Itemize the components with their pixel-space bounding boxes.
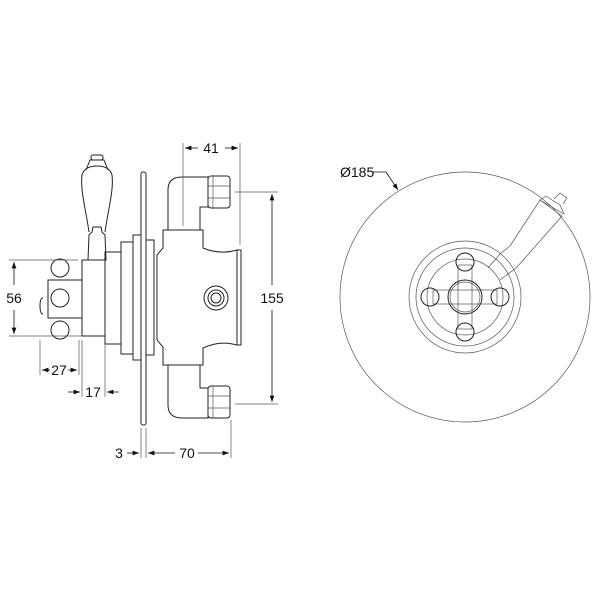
dimension-label: 3: [115, 445, 123, 461]
dimension-label: 56: [6, 290, 22, 306]
front-view: Ø185: [339, 164, 591, 423]
dimension-17: 17: [68, 340, 119, 400]
dimension-3-70: 3 70: [115, 420, 232, 461]
dimension-label: 155: [260, 290, 284, 306]
dimension-155: 155: [235, 191, 284, 405]
dimension-label: 70: [179, 445, 195, 461]
dimension-label: 17: [85, 384, 101, 400]
side-view: [39, 154, 242, 426]
dimension-label: 27: [51, 362, 67, 378]
dimension-label-diameter: Ø185: [340, 164, 374, 180]
dimension-56: 56: [6, 259, 82, 337]
dimension-27: 27: [39, 340, 80, 378]
dimension-label: 41: [203, 140, 219, 156]
dimension-41: 41: [182, 140, 241, 245]
